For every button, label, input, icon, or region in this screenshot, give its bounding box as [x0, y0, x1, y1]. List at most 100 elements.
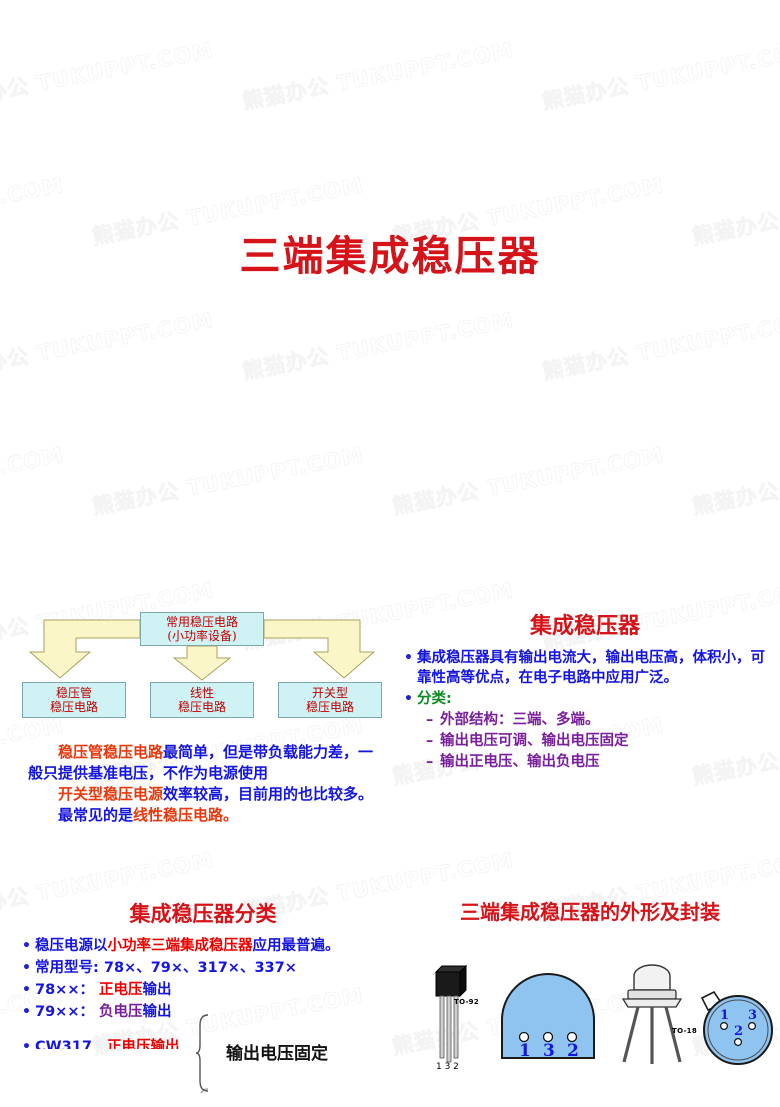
- ic-bullet-2: • 分类:: [404, 689, 776, 709]
- left-note-para-1: 稳压管稳压电路最简单，但是带负载能力差，一般只提供基准电压，不作为电源使用: [28, 742, 384, 784]
- to92-pin-order-text: 1 3 2: [436, 1062, 459, 1072]
- to92-pin-2: 2: [567, 1041, 579, 1061]
- classify-row-2: • 常用型号: 78×、79×、317×、337×: [22, 958, 382, 979]
- classify-row-1-post: 应用最普遍。: [252, 938, 340, 954]
- left-note-para-1-rest: 最简单，但是带负载能力差，一般只提供基准电压，不作为电源使用: [28, 743, 374, 782]
- watermark-text: 熊猫办公 TUKUPPT.COM: [0, 442, 66, 519]
- to92-pin-3: 3: [543, 1041, 555, 1061]
- to92-side-view: [434, 964, 468, 1063]
- watermark-text: 熊猫办公 TUKUPPT.COM: [240, 307, 516, 385]
- classify-row-3-text: 78××： 正电压输出: [35, 980, 382, 1001]
- classify-row-3-label: 78××：: [35, 982, 94, 998]
- output-voltage-brace-group: 输出电压固定: [195, 1013, 386, 1100]
- to18-pin-3: 3: [748, 1008, 758, 1023]
- ic-bullet-2-text: 分类:: [417, 691, 452, 707]
- watermark-text: 熊猫办公 TUKUPPT.COM: [0, 307, 216, 385]
- classify-row-4-highlight: 负电压: [99, 1004, 143, 1020]
- ic-sub-item-2: – 输出正电压、输出负电压: [404, 752, 776, 772]
- classify-row-3-post: 输出: [142, 982, 172, 998]
- classify-row-1-pre: 稳压电源以: [35, 938, 108, 954]
- to18-label: TO-18: [672, 1027, 698, 1035]
- watermark-text: 熊猫办公 TUKUPPT.COM: [390, 442, 666, 520]
- to18-pin-2: 2: [734, 1024, 744, 1039]
- classify-row-4-label: 79××：: [35, 1004, 94, 1020]
- ic-sub-item-0-text: 外部结构：三端、多端。: [440, 712, 600, 728]
- left-note-para-3-pre: 最常见的是: [58, 806, 134, 824]
- package-section-title: 三端集成稳压器的外形及封装: [460, 900, 720, 924]
- classify-row-1-text: 稳压电源以小功率三端集成稳压器应用最普遍。: [35, 936, 382, 957]
- classification-section-body: • 稳压电源以小功率三端集成稳压器应用最普遍。 • 常用型号: 78×、79×、…: [22, 936, 382, 1050]
- classify-row-2-label: 常用型号:: [35, 960, 99, 976]
- left-note-para-1-highlight: 稳压管稳压电路: [58, 743, 164, 761]
- to92-label: TO-92: [454, 998, 480, 1006]
- to18-bottom-view: [700, 990, 773, 1065]
- dash-icon: –: [426, 733, 434, 749]
- regulator-circuit-flowchart: 常用稳压电路 (小功率设备) 稳压管 稳压电路 线性 稳压电路 开关型 稳压电路: [22, 612, 382, 718]
- bullet-icon: •: [22, 960, 31, 976]
- brace-label-text: 输出电压固定: [226, 1044, 328, 1064]
- left-commentary-text: 稳压管稳压电路最简单，但是带负载能力差，一般只提供基准电压，不作为电源使用 开关…: [28, 742, 384, 826]
- left-note-para-2-rest: 效率较高，目前用的也比较多。: [163, 785, 374, 803]
- ic-sub-item-1: – 输出电压可调、输出电压固定: [404, 731, 776, 751]
- classify-row-5-text: CW317 正电压输出: [35, 1037, 382, 1049]
- to92-pin-1: 1: [519, 1041, 531, 1061]
- classify-row-1-highlight: 小功率三端集成稳压器: [107, 938, 253, 954]
- classify-row-1: • 稳压电源以小功率三端集成稳压器应用最普遍。: [22, 936, 382, 957]
- bullet-icon: •: [22, 938, 31, 954]
- dash-icon: –: [426, 712, 434, 728]
- dash-icon: –: [426, 754, 434, 770]
- flowchart-box-switching: 开关型 稳压电路: [278, 682, 382, 718]
- watermark-text: 熊猫办公 TUKUPPT.COM: [540, 307, 780, 385]
- flowchart-box-linear-line1: 线性: [189, 686, 214, 700]
- flowchart-box-linear-line2: 稳压电路: [177, 700, 226, 714]
- left-note-para-3-highlight: 线性稳压电路。: [133, 806, 239, 824]
- to92-bottom-view: [501, 973, 595, 1059]
- classify-row-5: • CW317 正电压输出: [22, 1037, 382, 1049]
- classification-section-title: 集成稳压器分类: [129, 901, 277, 926]
- watermark-text: 熊猫办公 TUKUPPT.COM: [540, 37, 780, 115]
- classify-row-2-text: 常用型号: 78×、79×、317×、337×: [35, 958, 382, 979]
- to18-pin-1: 1: [720, 1008, 730, 1023]
- bullet-icon: •: [22, 982, 31, 998]
- ic-regulator-section-body: • 集成稳压器具有输出电流大，输出电压高，体积小，可靠性高等优点，在电子电路中应…: [404, 648, 776, 772]
- classify-row-4: • 79××： 负电压输出: [22, 1002, 382, 1023]
- classify-row-3: • 78××： 正电压输出: [22, 980, 382, 1001]
- ic-bullet-1: • 集成稳压器具有输出电流大，输出电压高，体积小，可靠性高等优点，在电子电路中应…: [404, 648, 776, 688]
- classify-row-4-text: 79××： 负电压输出: [35, 1002, 382, 1023]
- flowchart-root-line1: 常用稳压电路: [165, 615, 238, 629]
- classify-row-5-label: CW317: [35, 1039, 92, 1049]
- bullet-icon: •: [404, 691, 413, 707]
- page-title: 三端集成稳压器: [239, 232, 541, 280]
- classify-row-2-value: 78×、79×、317×、337×: [103, 960, 297, 976]
- bullet-icon: •: [404, 650, 413, 666]
- watermark-text: 熊猫办公 TUKUPPT.COM: [0, 37, 216, 115]
- classify-row-5-highlight: 正电压输出: [107, 1039, 180, 1049]
- flowchart-arrows: [28, 619, 376, 681]
- to18-side-view: [621, 964, 683, 1064]
- left-note-para-2-highlight: 开关型稳压电源: [58, 785, 164, 803]
- bullet-icon: •: [22, 1004, 31, 1020]
- package-illustrations: TO-92 1 3 2 TO-18 1 3 2 1 2 3: [402, 962, 780, 1102]
- left-note-para-2: 开关型稳压电源效率较高，目前用的也比较多。: [28, 784, 384, 805]
- left-note-para-3: 最常见的是线性稳压电路。: [28, 805, 384, 826]
- bullet-icon: •: [22, 1039, 31, 1049]
- flowchart-box-switching-line2: 稳压电路: [305, 700, 354, 714]
- flowchart-box-switching-line1: 开关型: [311, 686, 348, 700]
- flowchart-root-box: 常用稳压电路 (小功率设备): [140, 612, 264, 646]
- classify-row-3-highlight: 正电压: [99, 982, 143, 998]
- flowchart-box-zener-line1: 稳压管: [55, 686, 92, 700]
- flowchart-root-line2: (小功率设备): [167, 629, 237, 643]
- flowchart-box-linear: 线性 稳压电路: [150, 682, 254, 718]
- ic-regulator-section-title: 集成稳压器: [529, 613, 640, 639]
- watermark-text: 熊猫办公 TUKUPPT.COM: [240, 37, 516, 115]
- flowchart-box-zener-line2: 稳压电路: [49, 700, 98, 714]
- ic-bullet-1-text: 集成稳压器具有输出电流大，输出电压高，体积小，可靠性高等优点，在电子电路中应用广…: [417, 650, 765, 686]
- watermark-text: 熊猫办公 TUKUPPT.COM: [90, 442, 366, 520]
- ic-sub-item-2-text: 输出正电压、输出负电压: [440, 754, 600, 770]
- classify-row-4-post: 输出: [142, 1004, 172, 1020]
- package-drawings-svg: [434, 964, 773, 1065]
- flowchart-box-zener: 稳压管 稳压电路: [22, 682, 126, 718]
- watermark-text: 熊猫办公 TUKUPPT.COM: [690, 442, 780, 520]
- ic-sub-item-0: – 外部结构：三端、多端。: [404, 710, 776, 730]
- ic-sub-item-1-text: 输出电压可调、输出电压固定: [440, 733, 629, 749]
